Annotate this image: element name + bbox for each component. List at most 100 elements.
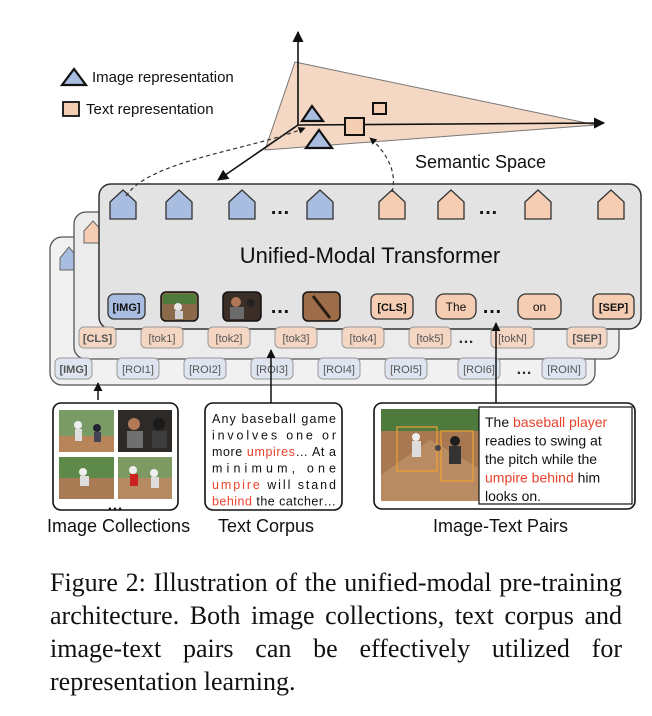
image-layer-roi1: [ROI1] [122,364,154,376]
image-layer-roi2: [ROI2] [189,364,221,376]
input-sep-token-label: [SEP] [599,302,629,314]
image-layer-token-img [54,357,93,380]
pair-caption-line-5: looks on. [485,488,541,504]
input-img-token-label: [IMG] [112,302,140,314]
input-on-token-label: on [533,300,546,314]
image-layer-roin: [ROIN] [547,364,581,376]
text-layer-token-cls [78,326,117,349]
text-point-square-1 [372,102,387,115]
image-layer-row: [IMG] [ROI1] [ROI2] [ROI3] [ROI4] [ROI5]… [54,357,587,380]
legend: Image representation Text representation [59,67,234,118]
text-corpus-frame [204,402,343,511]
text-layer-tok5: [tok5] [417,333,444,345]
output-text-token-2 [437,189,465,220]
text-layer-cls: [CLS] [83,333,113,345]
output-ellipsis-1: … [270,197,290,219]
axis-y [217,124,299,181]
pair-caption-text: The baseball player readies to swing at th… [485,414,608,504]
dashed-arrow-image [125,127,306,197]
input-sep-token [592,293,635,320]
collection-photo-2 [118,410,172,452]
text-layer-tok3: [tok3] [283,333,310,345]
image-point-triangle-2 [303,128,335,150]
pair-photo-bbox-umpire [440,430,474,482]
text-layer-tokN: [tokN] [498,333,527,345]
semantic-space-label: Semantic Space [415,152,546,172]
output-text-token-4 [597,189,625,220]
text-layer-token-2 [207,326,251,349]
text-layer-token-1 [140,326,184,349]
label-image-collections: Image Collections [47,516,190,536]
text-layer-tok4: [tok4] [350,333,377,345]
input-cls-token-label: [CLS] [377,302,407,314]
image-layer-ellipsis: … [516,361,532,378]
text-layer-token-4 [341,326,385,349]
figure-caption: Figure 2: Illustration of the unified-mo… [50,568,622,696]
text-layer-tok2: [tok2] [216,333,243,345]
image-layer-roi3: [ROI3] [256,364,288,376]
front-input-row: [IMG] … [CLS] The … on [SEP] [107,291,635,322]
pair-caption-line-1: The baseball player [485,414,608,430]
input-ellipsis-2: … [482,296,502,318]
output-image-token-2 [165,189,193,220]
output-tokens [109,189,625,220]
text-layer-token-3 [274,326,318,349]
pair-caption-box [478,406,633,505]
image-representation-icon [59,67,89,87]
text-representation-icon [62,101,80,117]
image-collections: … [52,402,179,514]
text-layer-token-sep [566,326,608,349]
semantic-space: Semantic Space [217,30,606,181]
label-image-text-pairs: Image-Text Pairs [433,516,568,536]
corpus-line-3: more umpires… At a [212,445,336,459]
corpus-line-6: behind the catcher… [212,495,336,509]
pair-photo [381,409,479,501]
output-ellipsis-2: … [478,197,498,219]
legend-text-label: Text representation [86,101,214,118]
input-img-token [107,293,146,320]
text-layer-ellipsis: … [458,330,474,347]
input-ellipsis-1: … [270,296,290,318]
output-image-token-3 [228,189,256,220]
pair-caption-line-3: the pitch while the [485,451,597,467]
label-text-corpus: Text Corpus [218,516,314,536]
image-layer-token-6 [457,357,501,380]
text-layer-row: [CLS] [tok1] [tok2] [tok3] [tok4] [tok5]… [78,326,608,349]
input-cls-token [370,293,414,320]
corpus-line-1: Any baseball game [212,412,336,426]
text-point-square-2 [344,117,365,136]
image-point-triangle-1 [299,104,326,123]
output-text-token-3 [524,189,552,220]
dashed-arrow-text [369,137,394,193]
text-layer-token-5 [408,326,452,349]
roi-thumbnail-2 [222,291,262,322]
corpus-line-5: umpire will stand [212,478,336,492]
roi-thumbnail-3 [302,291,341,322]
collection-photo-3 [59,457,114,499]
input-on-token [517,293,562,320]
collections-ellipsis: … [107,497,123,514]
input-the-token-label: The [446,300,467,314]
text-layer-tok1: [tok1] [149,333,176,345]
corpus-line-2: involves one or [212,429,336,443]
transformer-title: Unified-Modal Transformer [240,243,500,268]
input-the-token [435,293,477,320]
image-layer-token-5 [384,357,428,380]
image-layer-token-2 [183,357,227,380]
image-layer-token-n [541,357,587,380]
image-layer-img: [IMG] [59,364,87,376]
pair-caption-line-4: umpire behind him [485,470,600,486]
legend-image-label: Image representation [92,69,234,86]
roi-thumbnail-1 [160,291,199,322]
collection-photo-1 [59,410,114,452]
text-layer-token-n [490,326,535,349]
output-image-token-4 [306,189,334,220]
image-layer-token-1 [116,357,160,380]
output-text-token-1 [378,189,406,220]
image-layer-token-4 [317,357,361,380]
collection-photo-4 [118,457,172,499]
image-layer-roi4: [ROI4] [323,364,355,376]
pair-caption-line-2: readies to swing at [485,433,602,449]
output-image-token-1 [109,189,137,220]
text-layer-sep: [SEP] [572,333,602,345]
